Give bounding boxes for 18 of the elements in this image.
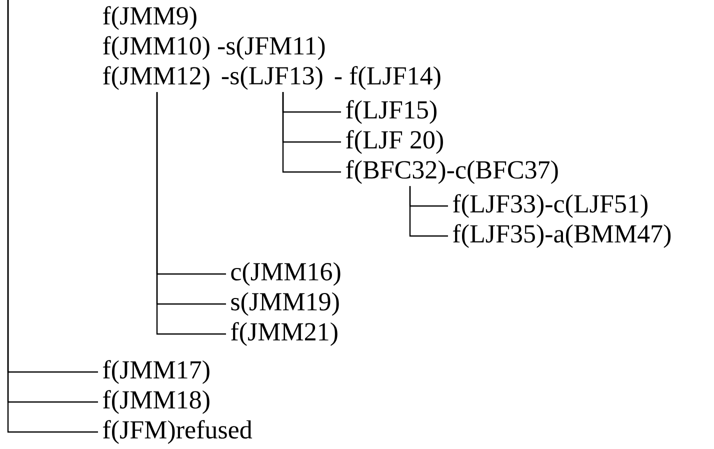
tree-label: f(LJF35)-a(BMM47) bbox=[453, 224, 671, 248]
connector-line bbox=[409, 186, 448, 237]
tree-label: f(LJF 20) bbox=[346, 130, 443, 154]
tree-label: f(JFM)refused bbox=[103, 420, 252, 444]
tree-label: f(LJF15) bbox=[346, 100, 436, 124]
tree-label: f(JMM21) bbox=[231, 322, 338, 346]
tree-label: -s(LJF13) bbox=[222, 66, 322, 90]
tree-label: - f(LJF14) bbox=[334, 66, 440, 90]
tree-label: c(JMM16) bbox=[231, 262, 340, 286]
tree-label: f(BFC32)-c(BFC37) bbox=[346, 160, 558, 184]
tree-label: f(JMM12) bbox=[103, 66, 210, 90]
tree-label: s(JMM19) bbox=[231, 292, 339, 316]
tree-label: f(LJF33)-c(LJF51) bbox=[453, 194, 648, 218]
tree-label: f(JMM17) bbox=[103, 360, 210, 384]
tree-label: f(JMM10) -s(JFM11) bbox=[103, 36, 325, 60]
connector-line bbox=[282, 92, 341, 173]
tree-label: f(JMM9) bbox=[103, 6, 196, 30]
tree-label: f(JMM18) bbox=[103, 390, 210, 414]
